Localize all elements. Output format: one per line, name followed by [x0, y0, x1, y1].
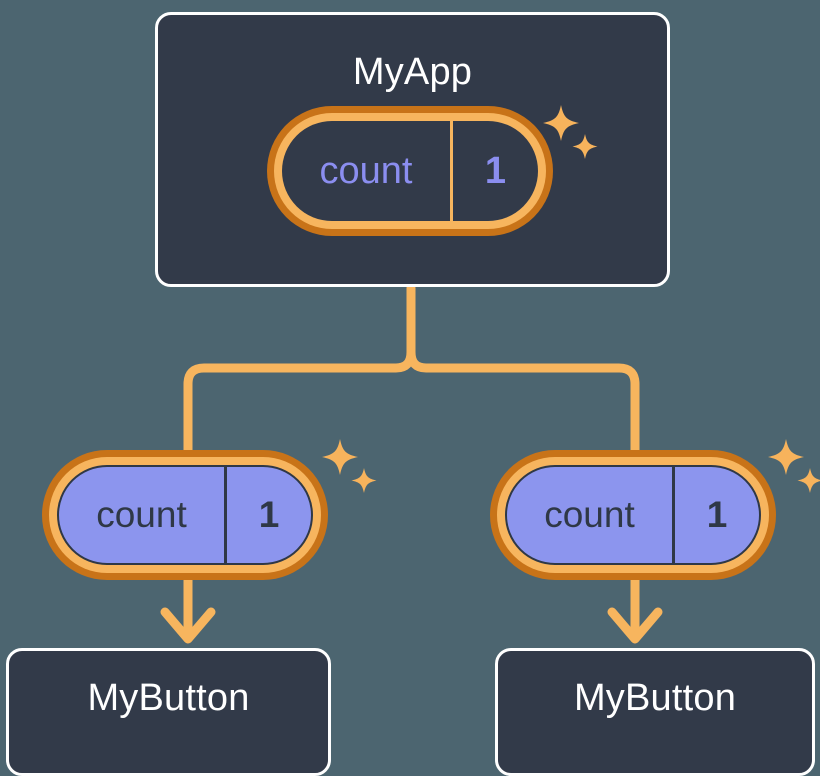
component-card-mybutton-right[interactable]: MyButton — [495, 648, 815, 776]
component-title: MyButton — [573, 677, 737, 719]
state-key-label: count — [507, 467, 675, 563]
arrow-down-icon — [607, 573, 663, 644]
arrow-down-icon — [160, 573, 216, 644]
state-pill-face: count 1 — [57, 465, 313, 565]
branch-connector-icon — [183, 283, 640, 457]
state-pill-root[interactable]: count 1 — [267, 106, 553, 236]
state-pill-inner-ring: count 1 — [49, 457, 321, 573]
state-pill-inner-ring: count 1 — [274, 113, 546, 229]
state-key-label: count — [282, 121, 453, 221]
state-pill-face: count 1 — [505, 465, 761, 565]
state-pill-child-right[interactable]: count 1 — [490, 450, 776, 580]
page-title: MyApp — [352, 51, 473, 93]
component-title: MyButton — [87, 677, 250, 719]
state-value-label: 1 — [258, 494, 280, 535]
state-key-label: count — [59, 467, 227, 563]
state-pill-child-left[interactable]: count 1 — [42, 450, 328, 580]
state-value-label: 1 — [706, 494, 728, 535]
state-pill-inner-ring: count 1 — [497, 457, 769, 573]
component-card-mybutton-left[interactable]: MyButton — [6, 648, 331, 776]
state-pill-face: count 1 — [282, 121, 538, 221]
state-value-label: 1 — [484, 149, 507, 192]
